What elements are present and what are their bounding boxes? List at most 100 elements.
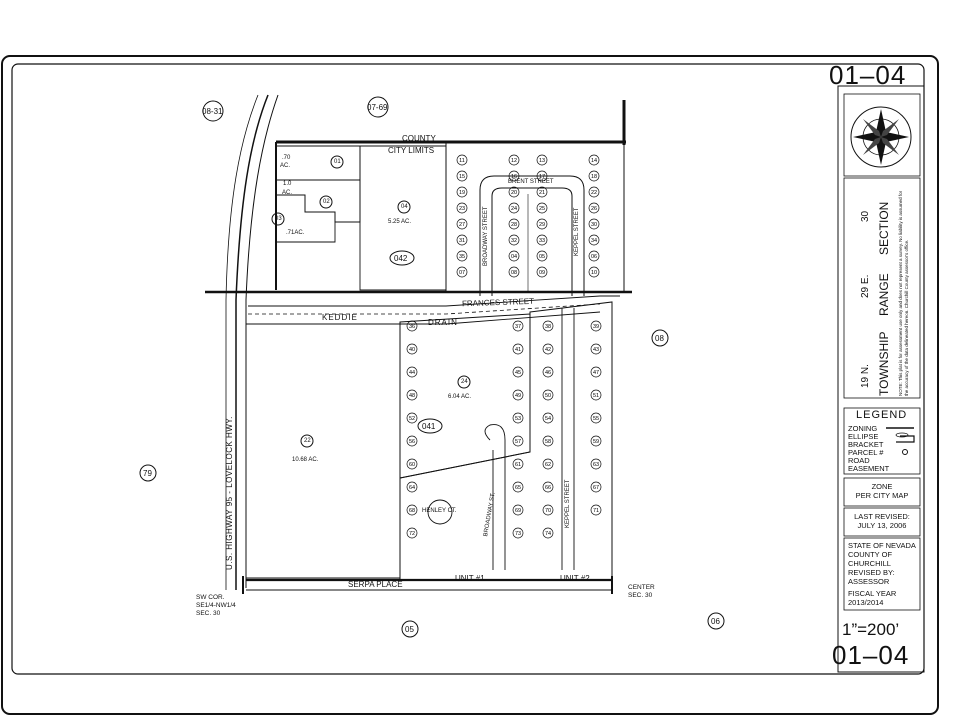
lot-circle (588, 250, 600, 262)
lot-number: 31 (459, 238, 465, 244)
zone-frame (843, 477, 921, 507)
agency-frame (843, 537, 921, 611)
agency-line: REVISED BY: (848, 568, 895, 577)
lot-circle (406, 366, 418, 378)
lot-number: 54 (545, 416, 551, 422)
lot-number: 58 (545, 439, 551, 445)
lot-number: 60 (409, 462, 415, 468)
lot-number: 70 (545, 508, 551, 514)
serpa-place-label: SERPA PLACE (348, 580, 403, 589)
range-label: RANGE (877, 273, 891, 316)
lot-circle (508, 154, 520, 166)
lot-circle (512, 435, 524, 447)
revised-info: LAST REVISED: JULY 13, 2006 (844, 512, 920, 530)
lot-number: 04 (511, 254, 517, 260)
zone-line: ZONE (871, 482, 893, 491)
agency-line: COUNTY OF (848, 550, 893, 559)
lot-number: 62 (545, 462, 551, 468)
lot-number: 05 (539, 254, 545, 260)
adjacent-map-label: 07-69 (367, 103, 388, 112)
center-corner-label: CENTER SEC. 30 (628, 584, 655, 600)
south-subdivision-outline (399, 301, 613, 581)
lot-number: 39 (593, 324, 599, 330)
parcel-circle (330, 155, 344, 169)
fiscal-line: 2013/2014 (848, 598, 884, 607)
sw-corner-label: SW COR. SE1/4-NW1/4 SEC. 30 (196, 594, 236, 618)
highway-edge (245, 94, 279, 588)
parcel-area-unit: AC. (280, 163, 291, 169)
parcel-area: 1.0 (283, 181, 292, 187)
range-value: 29 E. (860, 274, 871, 298)
county-label: COUNTY (402, 134, 436, 143)
lot-number: 41 (515, 347, 521, 353)
lot-circle (590, 320, 602, 332)
compass-rose-icon (850, 106, 912, 168)
lot-number: 34 (591, 238, 597, 244)
lot-circle (536, 186, 548, 198)
keddie-label: KEDDIE (322, 313, 358, 322)
parcel-area: 6.04 AC. (448, 394, 472, 400)
map-scale: 1”=200’ (842, 620, 900, 639)
legend-parcel-icon (902, 449, 908, 455)
lot-number: 23 (459, 206, 465, 212)
parcel-circle (397, 200, 411, 214)
lot-circle (536, 250, 548, 262)
parcel-area: 5.25 AC. (388, 219, 412, 225)
agency-info: STATE OF NEVADA COUNTY OF CHURCHILL REVI… (848, 541, 920, 607)
lot-number: 38 (545, 324, 551, 330)
parcel-04-outline (359, 145, 447, 291)
lot-number: 51 (593, 393, 599, 399)
legend-item-zoning: ZONING (848, 424, 878, 433)
lot-circle (512, 504, 524, 516)
keppel-street-north-label: KEPPEL STREET (574, 207, 580, 256)
legend-title: LEGEND (856, 409, 908, 421)
legend-item-bracket: BRACKET (848, 440, 884, 449)
lot-number: 35 (459, 254, 465, 260)
parcel-circle (319, 195, 333, 209)
lot-circle (542, 389, 554, 401)
adjacent-map-circle (401, 620, 419, 638)
parcel-circle (300, 434, 314, 448)
lot-circle (536, 266, 548, 278)
lot-circle (588, 234, 600, 246)
sw-corner-line: SE1/4-NW1/4 (196, 602, 236, 609)
adjacent-map-label: 08-31 (202, 107, 223, 116)
lot-number: 50 (545, 393, 551, 399)
lot-circle (508, 266, 520, 278)
lot-number: 47 (593, 370, 599, 376)
lot-number: 10 (591, 270, 597, 276)
lot-number: 61 (515, 462, 521, 468)
lot-circle (512, 320, 524, 332)
lot-circle (512, 481, 524, 493)
lot-number: 09 (539, 270, 545, 276)
lot-circle (406, 343, 418, 355)
lot-circle (588, 154, 600, 166)
lot-circle (588, 266, 600, 278)
lot-number: 30 (591, 222, 597, 228)
lot-circle (406, 412, 418, 424)
lot-number: 45 (515, 370, 521, 376)
center-corner-line: SEC. 30 (628, 592, 653, 599)
parcel-circle (271, 212, 285, 226)
lot-circle (542, 343, 554, 355)
sw-corner-line: SW COR. (196, 594, 225, 601)
adjacent-map-circle (707, 612, 725, 630)
lot-number: 65 (515, 485, 521, 491)
lot-circle (588, 218, 600, 230)
lot-number: 71 (593, 508, 599, 514)
zone-line: PER CITY MAP (855, 491, 909, 500)
lot-circle (406, 320, 418, 332)
adjacent-map-label: 06 (711, 617, 720, 626)
lot-circle (512, 458, 524, 470)
block-041-label: 041 (422, 422, 436, 431)
lot-number: 13 (539, 158, 545, 164)
lot-number: 33 (539, 238, 545, 244)
lot-number: 64 (409, 485, 415, 491)
highway-label: U.S. HIGHWAY 95 - LOVELOCK HWY. (225, 416, 234, 570)
lot-circle (406, 389, 418, 401)
lot-circle (542, 527, 554, 539)
lot-circle (590, 504, 602, 516)
title-block-frame (837, 85, 925, 673)
lot-number: 06 (591, 254, 597, 260)
drain-label: DRAIN (428, 318, 458, 327)
